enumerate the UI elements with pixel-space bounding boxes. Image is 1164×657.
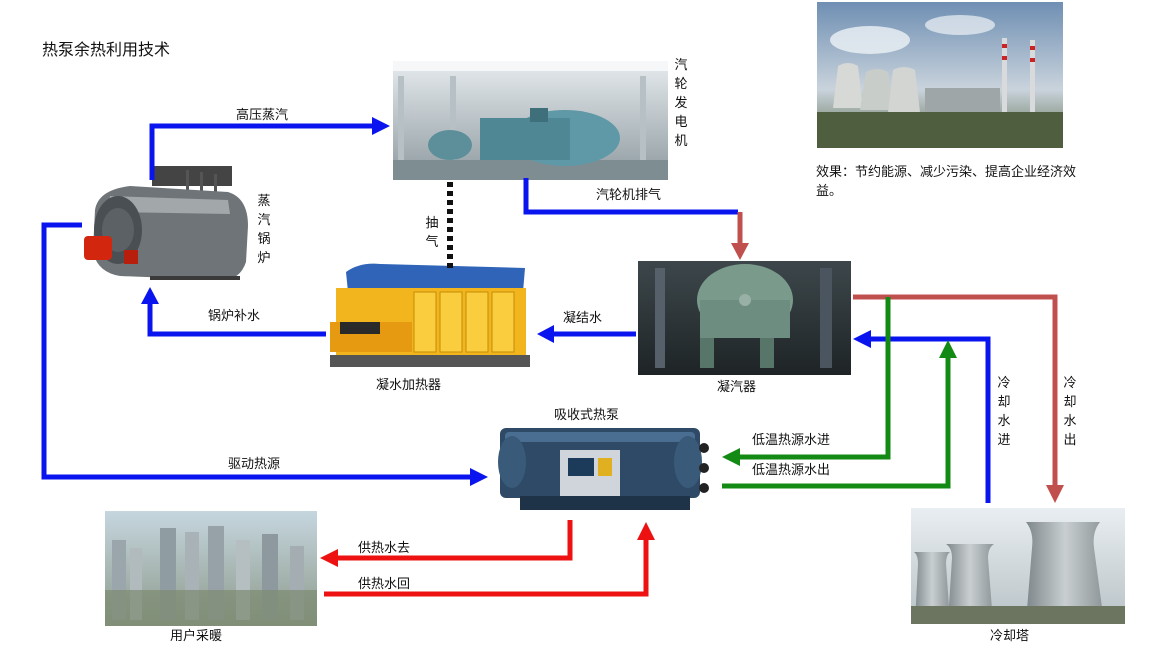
boiler-makeup-line	[147, 302, 326, 337]
effect-note: 效果：节约能源、减少污染、提高企业经济效益。	[816, 165, 1077, 199]
power-plant-photo	[817, 2, 1063, 148]
supply-out-line	[336, 520, 573, 561]
label-supply-out: 供热水去	[358, 541, 411, 556]
drive-heat-line	[41, 222, 472, 480]
label-exhaust: 汽轮机排气	[596, 188, 662, 203]
label-cooling-out: 冷却水出	[1063, 376, 1077, 448]
label-supply-back: 供热水回	[358, 577, 411, 592]
label-boiler-makeup: 锅炉补水	[208, 309, 261, 324]
label-drive-heat: 驱动热源	[228, 457, 281, 472]
page-title: 热泵余热利用技术	[42, 40, 171, 59]
label-low-temp-out: 低温热源水出	[752, 463, 831, 478]
label-heat-pump: 吸收式热泵	[554, 408, 620, 423]
label-user-heating: 用户采暖	[170, 629, 223, 644]
cooling-out-arrowhead	[1046, 485, 1064, 503]
exhaust-line-blue	[523, 178, 738, 215]
supply-back-arrowhead	[637, 522, 655, 540]
label-hp-steam: 高压蒸汽	[236, 108, 289, 123]
residential-city-photo	[105, 511, 317, 626]
cooling-in-arrowhead	[853, 330, 871, 348]
label-condensate: 凝结水	[563, 311, 603, 326]
hp-steam-arrowhead	[372, 117, 390, 135]
hp-steam-line	[149, 123, 374, 180]
low-temp-out-line	[722, 356, 951, 489]
exhaust-arrowhead	[731, 243, 749, 260]
turbine-generator-photo	[393, 61, 668, 180]
absorption-heat-pump-photo	[498, 428, 709, 510]
drive-heat-arrowhead	[470, 468, 488, 486]
label-low-temp-in: 低温热源水进	[752, 433, 831, 448]
low-temp-in-line	[738, 297, 891, 460]
label-condenser: 凝汽器	[717, 380, 757, 395]
label-cooling-tower: 冷却塔	[990, 629, 1030, 644]
label-steam-boiler: 蒸汽锅炉	[257, 194, 271, 266]
supply-out-arrowhead	[320, 549, 338, 567]
condensate-heater-photo	[330, 263, 530, 367]
label-condensate-heater: 凝水加热器	[376, 378, 442, 393]
low-temp-out-arrowhead	[939, 340, 957, 358]
cooling-tower-photo	[911, 508, 1125, 624]
condenser-photo	[638, 261, 851, 375]
boiler-makeup-arrowhead	[141, 287, 159, 304]
supply-back-line	[324, 538, 649, 597]
cooling-in-line	[869, 336, 991, 503]
cooling-out-line	[853, 294, 1058, 487]
label-extraction: 抽气	[425, 216, 439, 250]
condensate-arrowhead	[537, 325, 554, 343]
label-turbine-generator: 汽轮发电机	[674, 58, 688, 149]
label-cooling-in: 冷却水进	[997, 376, 1011, 448]
steam-boiler-photo	[84, 166, 248, 280]
low-temp-in-arrowhead	[722, 448, 740, 466]
